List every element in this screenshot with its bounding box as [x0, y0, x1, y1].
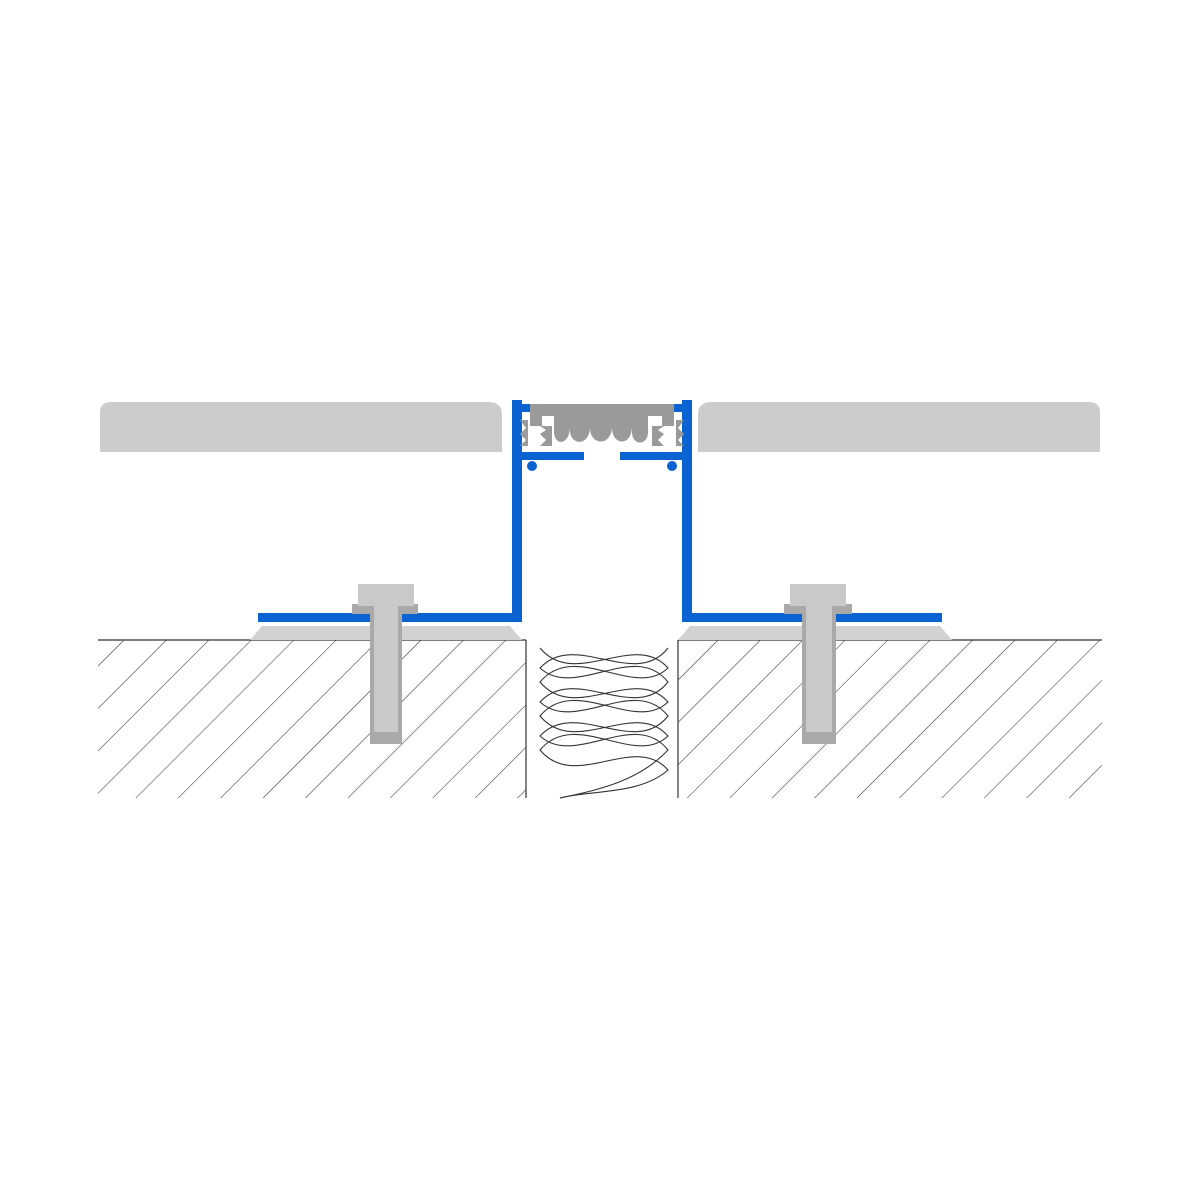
- joint-filler-foam: [539, 647, 669, 799]
- anchor-bolt-left: [352, 584, 418, 744]
- rubber-insert: [520, 404, 684, 446]
- concrete-substrate-right: [677, 639, 1102, 798]
- anchor-bolt-right: [784, 584, 852, 744]
- concrete-substrate-left: [98, 639, 527, 798]
- tile-left: [100, 402, 502, 452]
- tile-right: [698, 402, 1100, 452]
